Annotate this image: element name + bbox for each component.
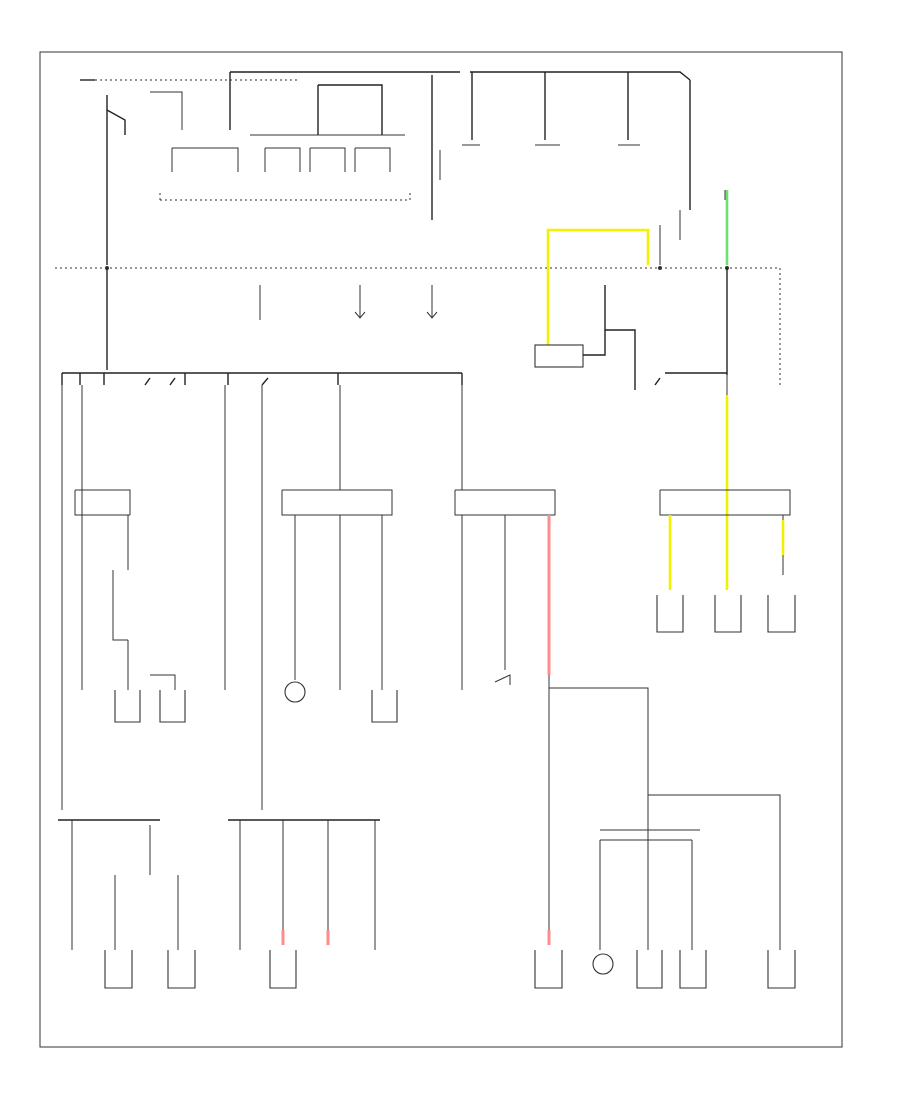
junction-right <box>659 489 791 575</box>
junction-left <box>74 489 176 690</box>
top-feed-section <box>80 71 726 265</box>
components-right-upper <box>656 595 796 633</box>
components-row-bottom <box>104 950 796 989</box>
diagram-border <box>39 51 843 1048</box>
yellow-wire-top <box>546 228 650 345</box>
junction-center <box>281 489 393 690</box>
components-row-1 <box>114 674 511 723</box>
junction-center-right <box>454 489 556 690</box>
relay-module <box>159 134 411 201</box>
fuse-row <box>106 268 728 375</box>
relay-center <box>534 285 636 390</box>
